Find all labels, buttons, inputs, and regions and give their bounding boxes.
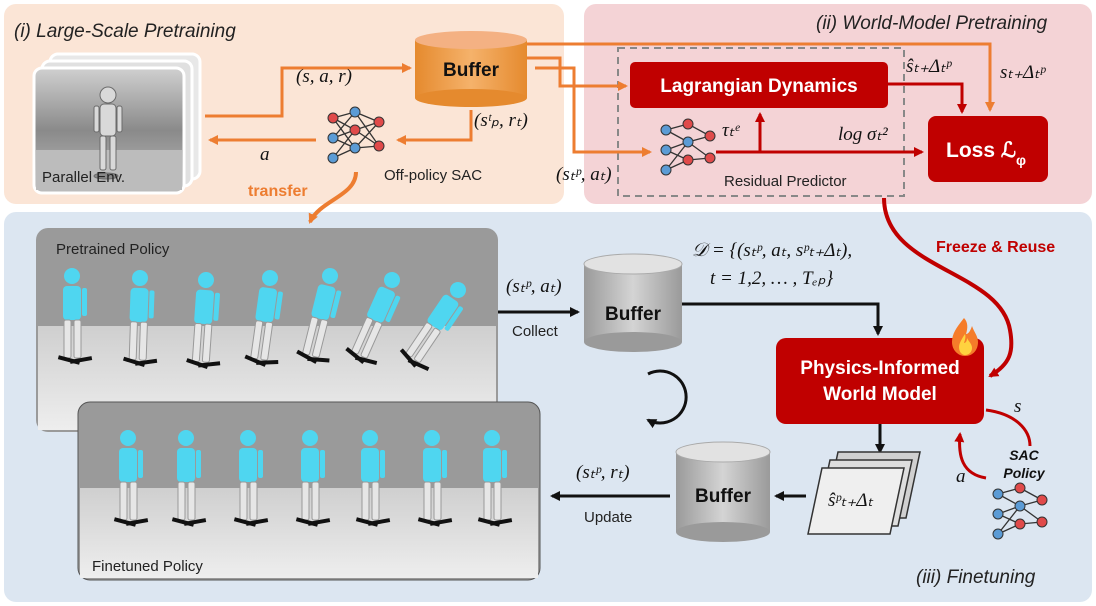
arrow-buffer-to-dynamics bbox=[527, 56, 628, 91]
pred-label: ŝₜ₊Δₜᵖ bbox=[906, 56, 953, 77]
parallel-env-screens bbox=[32, 52, 202, 195]
humanoid-robot-icon bbox=[296, 268, 342, 364]
target-label: sₜ₊Δₜᵖ bbox=[1000, 62, 1047, 83]
sac-policy-network-icon bbox=[992, 482, 1048, 540]
dataset-line1: 𝒟 = {(sₜᵖ, aₜ, sᵖₜ₊Δₜ), bbox=[692, 240, 852, 261]
arrow-env-to-buffer bbox=[205, 63, 412, 118]
world-model-title: (ii) World-Model Pretraining bbox=[816, 13, 1048, 34]
humanoid-robot-icon bbox=[355, 430, 391, 527]
residual-network-icon bbox=[660, 118, 716, 176]
arrow-buffer-to-loss bbox=[527, 42, 995, 112]
input-label: (sₜᵖ, aₜ) bbox=[556, 164, 612, 185]
loss-label: Loss ℒφ bbox=[946, 139, 1026, 168]
world-model-box bbox=[776, 338, 984, 424]
finetune-buffer-bottom: Buffer bbox=[675, 441, 771, 542]
sac-a-label: a bbox=[956, 466, 966, 487]
humanoid-robot-icon bbox=[399, 282, 466, 371]
humanoid-robot-icon bbox=[122, 270, 158, 367]
collect-tuple: (sₜᵖ, aₜ) bbox=[506, 276, 562, 297]
pretraining-buffer-label: Buffer bbox=[443, 60, 500, 81]
humanoid-robot-icon bbox=[233, 430, 269, 527]
world-model-line2: World Model bbox=[823, 384, 937, 405]
pretraining-title: (i) Large-Scale Pretraining bbox=[14, 21, 236, 42]
neural-network-icon bbox=[327, 106, 385, 164]
humanoid-robot-icon bbox=[244, 270, 283, 367]
arrow-sac-to-wm bbox=[954, 432, 987, 480]
arrow-dynamics-to-loss bbox=[888, 82, 967, 114]
lagrangian-dynamics-box bbox=[630, 62, 888, 108]
svg-text:Buffer: Buffer bbox=[605, 304, 662, 325]
sac-policy-line2: Policy bbox=[1003, 465, 1045, 481]
sac-policy-line1: SAC bbox=[1009, 447, 1039, 463]
svg-text:Buffer: Buffer bbox=[695, 486, 752, 507]
humanoid-robot-icon bbox=[113, 430, 149, 527]
humanoid-robot-icon bbox=[345, 272, 401, 366]
logsigma-label: log σₜ² bbox=[838, 124, 888, 145]
humanoid-robot-icon bbox=[186, 272, 221, 370]
world-model-dashed-box bbox=[617, 47, 905, 197]
prediction-stack: ŝᵖₜ₊Δₜ bbox=[807, 451, 921, 535]
env-robot-icon bbox=[93, 86, 123, 180]
tau-label: τₜᵉ bbox=[722, 120, 740, 141]
collect-label: Collect bbox=[512, 323, 559, 340]
sac-label: Off-policy SAC bbox=[384, 167, 482, 184]
fire-icon bbox=[952, 318, 978, 356]
humanoid-robot-icon bbox=[417, 430, 453, 527]
refresh-arrow-icon bbox=[646, 369, 688, 429]
loss-box bbox=[928, 116, 1048, 182]
world-model-line1: Physics-Informed bbox=[800, 358, 959, 379]
humanoid-robot-icon bbox=[57, 268, 93, 365]
env-label: Parallel Env. bbox=[42, 169, 125, 186]
transfer-label: transfer bbox=[248, 183, 308, 200]
sprt-label: (sᵗₚ, rₜ) bbox=[474, 110, 528, 131]
finetuned-policy-label: Finetuned Policy bbox=[92, 558, 203, 575]
freeze-label: Freeze & Reuse bbox=[936, 239, 1055, 256]
finetuning-title: (iii) Finetuning bbox=[916, 567, 1036, 588]
pretraining-buffer: Buffer bbox=[415, 31, 527, 107]
finetuned-robots bbox=[113, 430, 513, 527]
lagrangian-dynamics-label: Lagrangian Dynamics bbox=[660, 76, 857, 97]
dataset-line2: t = 1,2, … , Tₑₚ} bbox=[710, 268, 834, 289]
pretrained-robots bbox=[57, 268, 466, 371]
update-tuple: (sₜᵖ, rₜ) bbox=[576, 462, 630, 483]
arrow-transfer bbox=[308, 171, 358, 224]
update-label: Update bbox=[584, 509, 632, 526]
humanoid-robot-icon bbox=[477, 430, 513, 527]
arrow-buffer-to-residual bbox=[535, 66, 652, 157]
sar-label: (s, a, r) bbox=[296, 66, 352, 87]
arrow-wm-to-sac bbox=[985, 408, 1032, 447]
prediction-stack-label: ŝᵖₜ₊Δₜ bbox=[828, 490, 874, 511]
humanoid-robot-icon bbox=[171, 430, 207, 527]
humanoid-robot-icon bbox=[295, 430, 331, 527]
finetune-buffer-top: Buffer bbox=[583, 253, 683, 352]
arrow-buffer-to-sac bbox=[396, 110, 473, 145]
pretrained-policy-label: Pretrained Policy bbox=[56, 241, 170, 258]
action-label: a bbox=[260, 144, 270, 165]
arrow-buffer-to-world-model bbox=[682, 302, 883, 336]
sac-s-label: s bbox=[1014, 396, 1021, 417]
residual-label: Residual Predictor bbox=[724, 173, 847, 190]
arrow-freeze-reuse bbox=[882, 197, 1014, 378]
